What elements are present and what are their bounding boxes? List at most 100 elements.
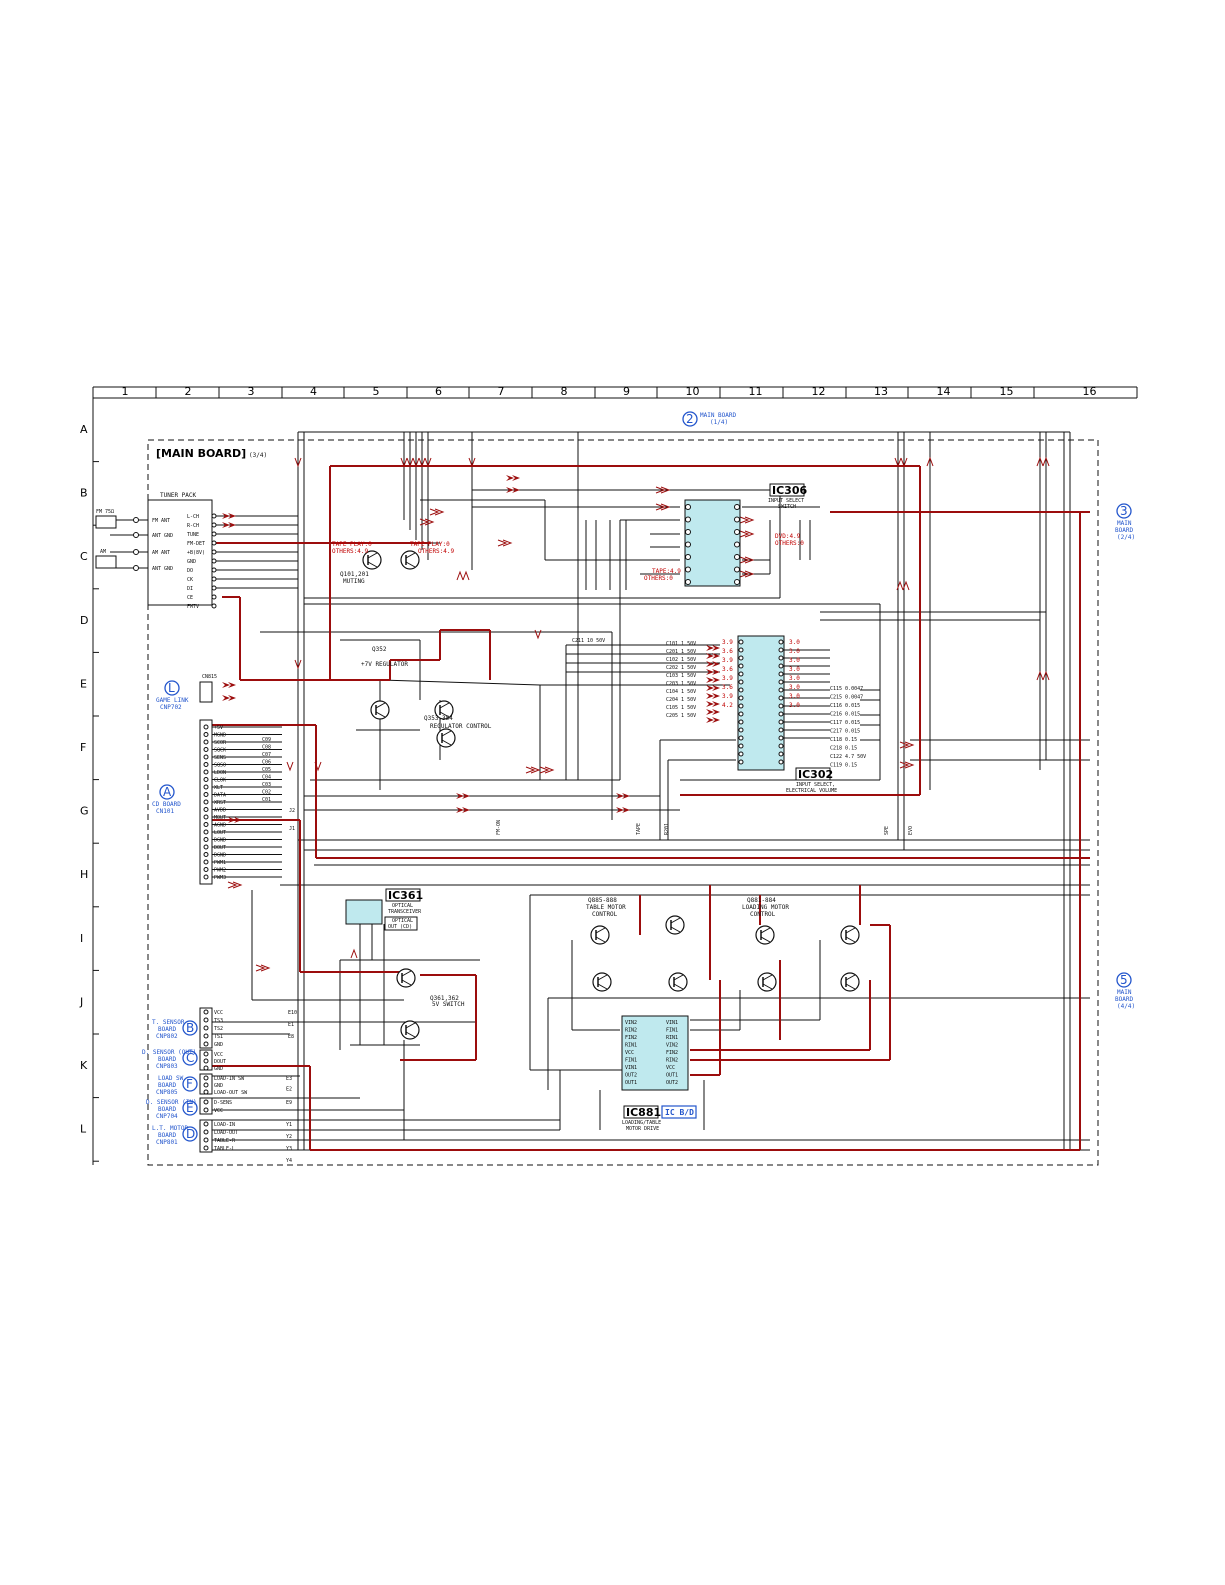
cd-board-pin: SQSO: [214, 763, 226, 769]
svg-text:C: C: [186, 1051, 194, 1065]
ic361: IC361 OPTICAL TRANSCEIVER OPTICAL OUT (C…: [345, 888, 423, 931]
ic881-pin-left: RIN1: [625, 1043, 637, 1049]
ic881-pin-left: FIN1: [625, 1058, 637, 1064]
grid-col-2: 2: [185, 385, 192, 398]
grid-row-L: L: [80, 1123, 87, 1136]
svg-text:CONTROL: CONTROL: [750, 911, 776, 918]
ic302-input-cap: C201 1 50V: [666, 649, 696, 655]
connector-cd-board: A CD BOARD CN101 +5VMGNDSCORSQCKSENSSQSO…: [152, 719, 271, 885]
ic302: IC302 INPUT SELECT, ELECTRICAL VOLUME C1…: [666, 635, 866, 794]
grid-row-G: G: [80, 805, 89, 818]
tuner-pin-right: DI: [187, 586, 193, 592]
svg-text:C211 10 50V: C211 10 50V: [572, 638, 605, 644]
ic302-output-cap: C216 0.015: [830, 712, 860, 718]
connector-load-sw: F LOAD SW BOARD CNP805 LOAD-IN SWGNDLOAD…: [156, 1073, 292, 1096]
cd-board-pin: MOUT: [214, 815, 226, 821]
tuner-pin-right: GND: [187, 559, 196, 565]
svg-text:INPUT SELECT: INPUT SELECT: [768, 498, 804, 504]
svg-text:2: 2: [686, 412, 694, 426]
connector-pin: VCC: [214, 1010, 223, 1016]
connector-pin: LOAD-IN SW: [214, 1076, 245, 1082]
svg-text:MOTOR DRIVE: MOTOR DRIVE: [626, 1126, 659, 1132]
svg-text:F: F: [186, 1077, 193, 1091]
cd-board-pin: DATA: [214, 793, 226, 799]
svg-text:B: B: [186, 1021, 194, 1035]
ic881-pin-left: VCC: [625, 1050, 634, 1056]
grid-col-9: 9: [623, 385, 630, 398]
svg-text:R201: R201: [664, 823, 670, 835]
tuner-pin-right: L-CH: [187, 514, 199, 520]
board-ref-top: 2 MAIN BOARD (1/4): [682, 411, 737, 427]
voltage-reading: 3.9: [722, 639, 733, 646]
svg-text:5: 5: [1120, 973, 1128, 987]
grid-row-I: I: [80, 932, 83, 945]
q352-label: Q352 +7V REGULATOR: [361, 646, 408, 668]
connector-pin: DOUT: [214, 1059, 226, 1065]
connector-signal: E3: [286, 1076, 292, 1082]
ic881-pin-right: OUT2: [666, 1080, 678, 1086]
connector-pin: TABLE-L: [214, 1146, 235, 1152]
svg-text:A: A: [163, 785, 172, 799]
cd-board-pin: PWM1: [214, 860, 226, 866]
svg-text:EVO: EVO: [908, 826, 914, 835]
svg-text:OUT (CD): OUT (CD): [388, 924, 412, 930]
voltage-reading: 3.9: [722, 675, 733, 682]
ic302-input-cap: C104 1 50V: [666, 689, 696, 695]
cd-board-pin: LOUT: [214, 830, 226, 836]
svg-text:3: 3: [1120, 504, 1128, 518]
voltage-reading: 3.0: [789, 684, 800, 691]
connector-pin: GND: [214, 1083, 223, 1089]
svg-text:BOARD: BOARD: [158, 1132, 176, 1139]
tuner-pin-right: FM7V: [187, 604, 199, 610]
cd-board-pin: DGND: [214, 853, 226, 859]
connector-pin: GND: [214, 1066, 223, 1072]
cd-board-pin: PWM2: [214, 868, 226, 874]
voltage-reading: 3.0: [789, 648, 800, 655]
grid-col-6: 6: [435, 385, 442, 398]
main-board-outline: [147, 439, 1099, 1166]
svg-text:CONTROL: CONTROL: [592, 911, 618, 918]
ic881-pin-left: OUT1: [625, 1080, 637, 1086]
tuner-pin-right: +B(8V): [187, 550, 205, 556]
connector-signal: E10: [288, 1010, 297, 1016]
svg-text:BOARD: BOARD: [158, 1082, 176, 1089]
ic881-pin-right: VIN1: [666, 1020, 678, 1026]
tuner-pin-right: CK: [187, 577, 193, 583]
cd-board-pin: DOUT: [214, 845, 226, 851]
grid-row-K: K: [80, 1059, 88, 1072]
grid-col-15: 15: [1000, 385, 1014, 398]
ic302-input-cap: C103 1 50V: [666, 673, 696, 679]
svg-text:TABLE MOTOR: TABLE MOTOR: [586, 904, 626, 911]
signal-arrows: [222, 456, 1050, 972]
connector-signal: Y4: [286, 1158, 292, 1164]
note-tape-c: TAPE:4.9: [652, 568, 681, 575]
svg-text:CD BOARD: CD BOARD: [152, 801, 181, 808]
grid-col-8: 8: [561, 385, 568, 398]
connector-pin: TABLE-R: [214, 1138, 236, 1144]
svg-text:IC306: IC306: [772, 484, 807, 497]
connector-pin: VCC: [214, 1052, 223, 1058]
ic302-output-cap: C218 0.15: [830, 746, 857, 752]
svg-text:L.T. MOTOR: L.T. MOTOR: [152, 1125, 189, 1132]
note-tape-play-b: TAPE PLAY:0: [410, 541, 450, 548]
grid-row-F: F: [80, 741, 86, 754]
grid-col-3: 3: [248, 385, 255, 398]
grid-col-16: 16: [1083, 385, 1097, 398]
grid-col-12: 12: [812, 385, 826, 398]
transistor-symbols: [362, 550, 860, 1040]
tuner-pin-right: R-CH: [187, 523, 199, 529]
voltage-reading: 3.0: [789, 657, 800, 664]
note-tape-play-a: TAPE PLAY:0: [332, 541, 372, 548]
cd-board-pin: XRST: [214, 800, 226, 806]
connector-pin: LOAD-OUT SW: [214, 1090, 248, 1096]
ic881-pin-right: VIN2: [666, 1043, 678, 1049]
svg-text:LOADING MOTOR: LOADING MOTOR: [742, 904, 789, 911]
svg-text:IC B/D: IC B/D: [665, 1108, 694, 1117]
svg-text:SPE: SPE: [884, 826, 890, 835]
svg-text:FM 75Ω: FM 75Ω: [96, 509, 114, 515]
board-ref-right-bottom: 5 MAIN BOARD (4/4): [1115, 972, 1135, 1010]
note-others-c: OTHERS:0: [644, 575, 673, 582]
svg-text:E: E: [186, 1101, 194, 1115]
